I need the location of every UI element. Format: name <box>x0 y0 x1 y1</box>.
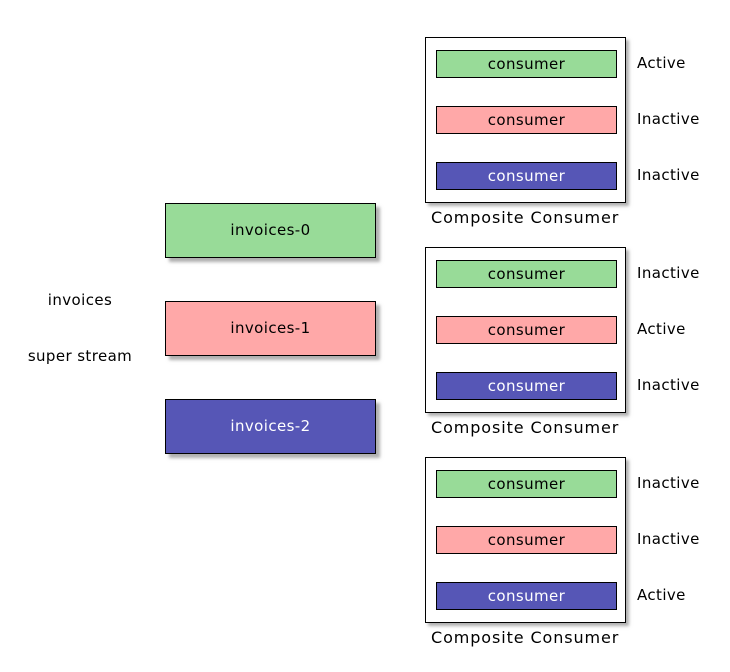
consumer-box: consumer <box>436 470 617 498</box>
consumer-box: consumer <box>436 50 617 78</box>
consumer-box: consumer <box>436 582 617 610</box>
consumer-status-label: Active <box>637 320 686 338</box>
consumer-box: consumer <box>436 526 617 554</box>
consumer-status-label: Inactive <box>637 474 700 492</box>
consumer-box: consumer <box>436 106 617 134</box>
consumer-box: consumer <box>436 316 617 344</box>
composite-consumer-caption: Composite Consumer <box>431 418 620 437</box>
consumer-box: consumer <box>436 162 617 190</box>
consumer-box: consumer <box>436 372 617 400</box>
consumer-status-label: Inactive <box>637 376 700 394</box>
super-stream-name-label: invoices <box>47 291 113 309</box>
partition-box-invoices-2: invoices-2 <box>165 399 376 454</box>
consumer-status-label: Inactive <box>637 530 700 548</box>
composite-consumer-box: consumer consumer consumer <box>425 37 626 203</box>
composite-consumer-group-1: consumer consumer consumer Active Inacti… <box>425 37 730 237</box>
composite-consumer-caption: Composite Consumer <box>431 208 620 227</box>
composite-consumer-caption: Composite Consumer <box>431 628 620 647</box>
composite-consumer-group-2: consumer consumer consumer Inactive Acti… <box>425 247 730 447</box>
composite-consumer-group-3: consumer consumer consumer Inactive Inac… <box>425 457 730 657</box>
super-stream-type-label: super stream <box>27 347 133 365</box>
consumer-status-label: Inactive <box>637 264 700 282</box>
consumer-status-label: Active <box>637 586 686 604</box>
partition-box-invoices-0: invoices-0 <box>165 203 376 258</box>
consumer-box: consumer <box>436 260 617 288</box>
consumer-status-label: Inactive <box>637 166 700 184</box>
consumer-status-label: Inactive <box>637 110 700 128</box>
composite-consumer-box: consumer consumer consumer <box>425 247 626 413</box>
composite-consumer-box: consumer consumer consumer <box>425 457 626 623</box>
consumer-status-label: Active <box>637 54 686 72</box>
partition-box-invoices-1: invoices-1 <box>165 301 376 356</box>
